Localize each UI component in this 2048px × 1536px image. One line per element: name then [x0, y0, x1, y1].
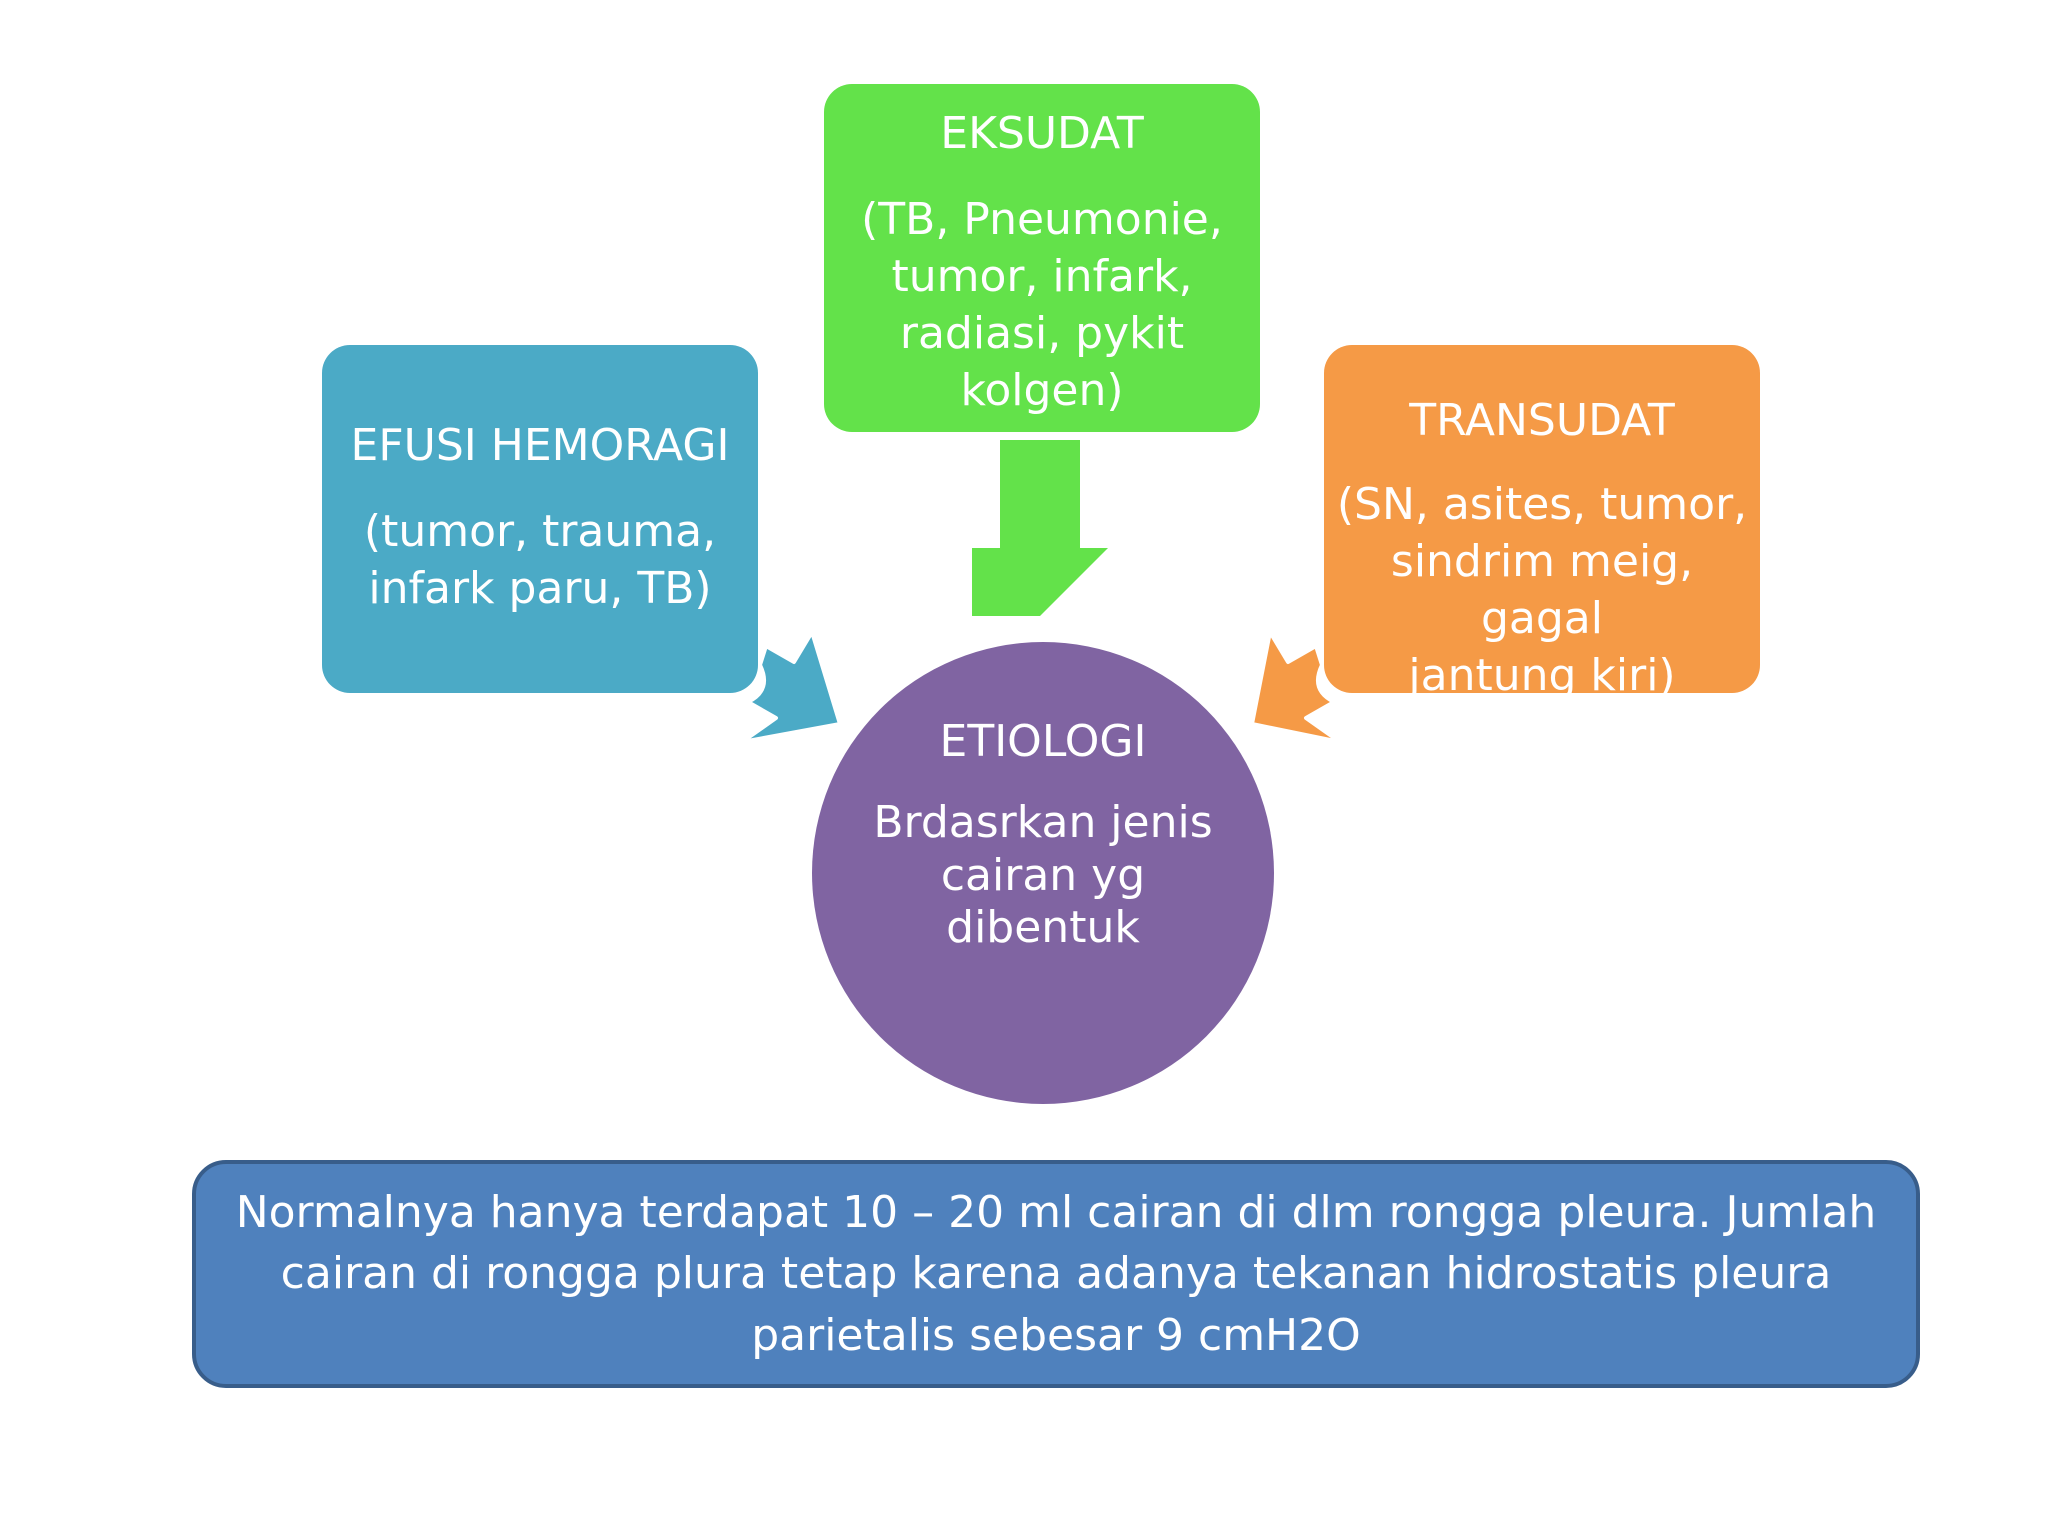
etiologi-circle: ETIOLOGI Brdasrkan jenis cairan yg diben… [812, 642, 1274, 1104]
transudat-body: (SN, asites, tumor, sindrim meig, gagal … [1336, 478, 1748, 702]
eksudat-box: EKSUDAT (TB, Pneumonie, tumor, infark, r… [824, 84, 1260, 432]
etiologi-title: ETIOLOGI [939, 716, 1147, 767]
note-text: Normalnya hanya terdapat 10 – 20 ml cair… [235, 1186, 1877, 1361]
hemoragi-title: EFUSI HEMORAGI [350, 420, 730, 472]
transudat-box: TRANSUDAT (SN, asites, tumor, sindrim me… [1324, 345, 1760, 701]
arrow-eksudat-to-etiologi [972, 440, 1108, 616]
arrow-transudat-to-etiologi [1250, 630, 1342, 744]
note-box: Normalnya hanya terdapat 10 – 20 ml cair… [192, 1160, 1920, 1388]
eksudat-body: (TB, Pneumonie, tumor, infark, radiasi, … [861, 193, 1223, 417]
etiologi-body: Brdasrkan jenis cairan yg dibentuk [873, 796, 1213, 954]
hemoragi-body: (tumor, trauma, infark paru, TB) [363, 506, 717, 615]
eksudat-title: EKSUDAT [940, 108, 1144, 159]
hemoragi-box: EFUSI HEMORAGI (tumor, trauma, infark pa… [322, 345, 758, 693]
transudat-title: TRANSUDAT [1409, 395, 1675, 446]
arrow-hemoragi-to-etiologi [740, 630, 842, 744]
